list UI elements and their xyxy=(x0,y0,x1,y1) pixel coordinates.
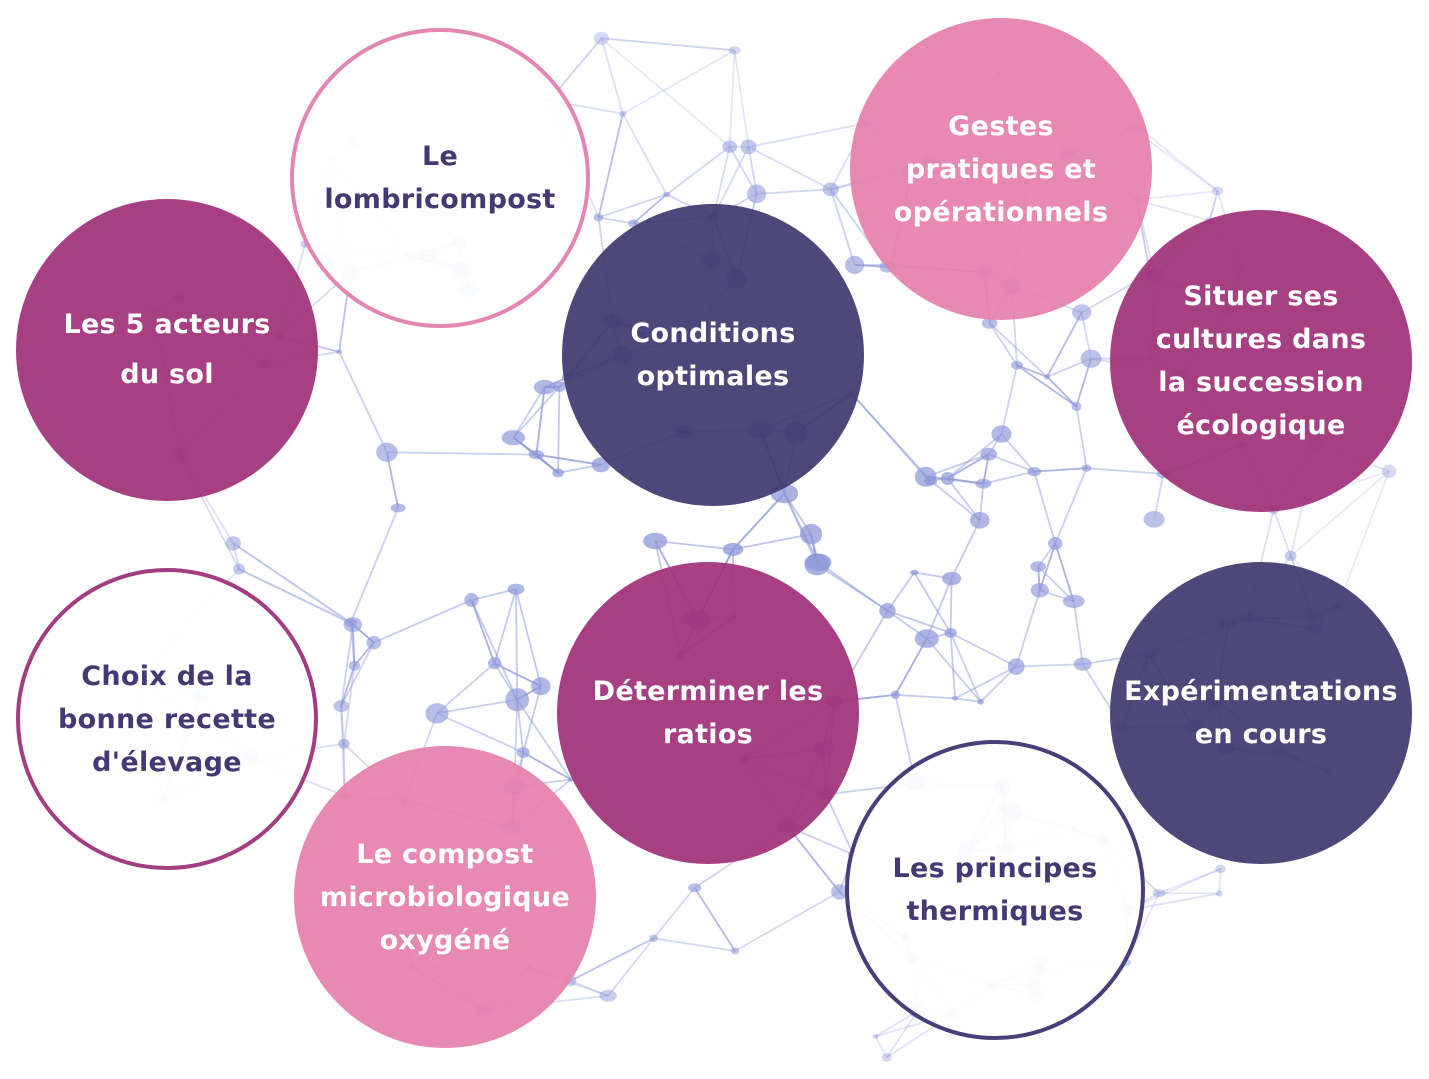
topic-conditions-optimales-label: Conditions optimales xyxy=(630,318,796,392)
topic-experimentations[interactable]: Expérimentations en cours xyxy=(1110,562,1412,864)
topic-conditions-optimales[interactable]: Conditions optimales xyxy=(562,204,864,506)
topic-acteurs-du-sol[interactable]: Les 5 acteurs du sol xyxy=(16,199,318,501)
topic-principes-thermiques[interactable]: Les principes thermiques xyxy=(845,740,1145,1040)
topic-recette-elevage[interactable]: Choix de la bonne recette d'élevage xyxy=(16,568,318,870)
topic-experimentations-label: Expérimentations en cours xyxy=(1124,676,1398,750)
topic-succession-ecologique-label: Situer ses cultures dans la succession é… xyxy=(1155,281,1367,441)
topic-recette-elevage-label: Choix de la bonne recette d'élevage xyxy=(57,660,276,778)
topic-compost-microbiologique[interactable]: Le compost microbiologique oxygéné xyxy=(294,746,596,1048)
topic-compost-microbiologique-label: Le compost microbiologique oxygéné xyxy=(319,838,571,956)
topic-gestes-pratiques-label: Gestes pratiques et opérationnels xyxy=(893,110,1109,228)
topic-succession-ecologique[interactable]: Situer ses cultures dans la succession é… xyxy=(1110,210,1412,512)
topic-gestes-pratiques[interactable]: Gestes pratiques et opérationnels xyxy=(850,18,1152,320)
topic-determiner-ratios-label: Déterminer les ratios xyxy=(592,676,824,750)
topic-lombricompost-label: Le lombricompost xyxy=(324,141,556,215)
topic-acteurs-du-sol-label: Les 5 acteurs du sol xyxy=(63,309,271,390)
topic-principes-thermiques-label: Les principes thermiques xyxy=(892,853,1098,927)
topic-determiner-ratios[interactable]: Déterminer les ratios xyxy=(557,562,859,864)
topic-lombricompost[interactable]: Le lombricompost xyxy=(290,28,590,328)
